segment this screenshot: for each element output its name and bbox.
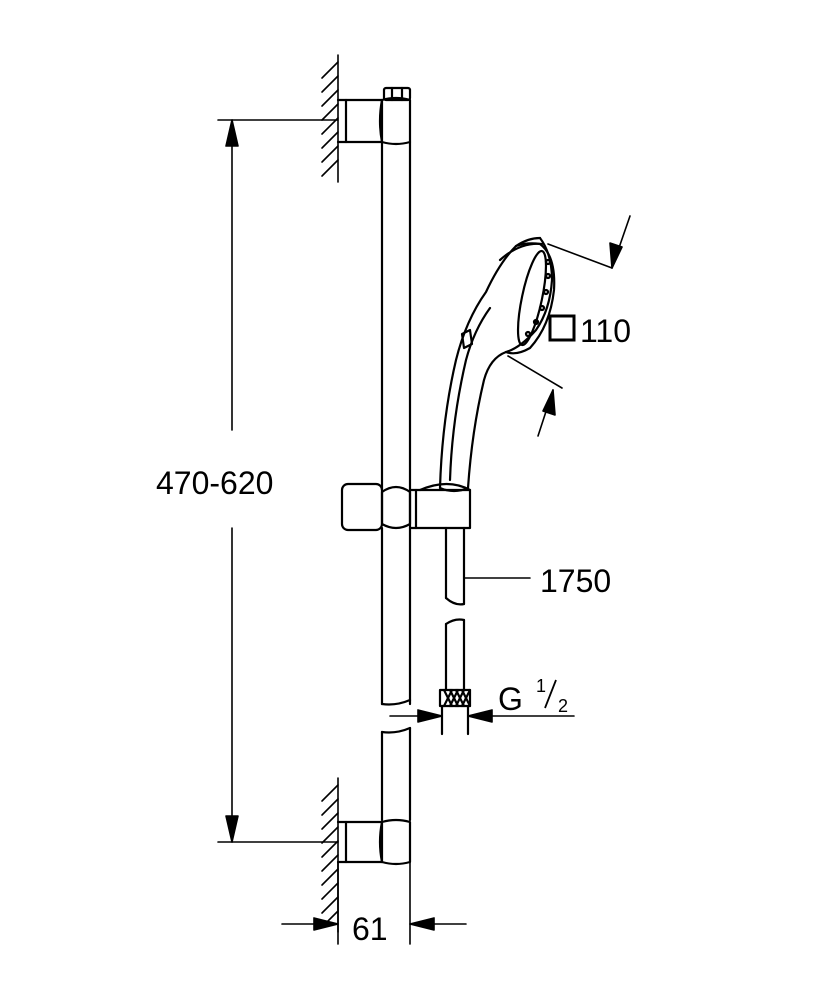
hose-length-label: 1750 (540, 563, 611, 599)
dimension-connection (389, 709, 575, 723)
top-wall-hatching (321, 54, 339, 183)
square-symbol-icon (548, 314, 576, 342)
slide-rail-upper (380, 140, 412, 706)
connection-letter-label: G (498, 681, 523, 717)
bottom-wall-bracket (336, 818, 412, 866)
hand-shower (438, 236, 556, 493)
top-wall-bracket (336, 86, 412, 146)
connection-denominator-label: 2 (558, 696, 568, 716)
connection-fraction-slash (544, 679, 557, 709)
hose-connection-nut (438, 688, 472, 736)
dimension-rail-range (217, 119, 339, 843)
slide-rail-lower (380, 726, 412, 822)
bottom-wall-hatching (321, 777, 339, 933)
shower-holder-slider (340, 482, 472, 532)
dimension-wall-distance (281, 861, 467, 945)
connection-numerator-label: 1 (536, 676, 546, 696)
dimension-head-size (507, 215, 631, 437)
rail-range-label: 470-620 (156, 465, 273, 501)
head-size-label: 110 (580, 313, 631, 349)
shower-hose (444, 526, 466, 692)
wall-distance-label: 61 (352, 911, 388, 947)
